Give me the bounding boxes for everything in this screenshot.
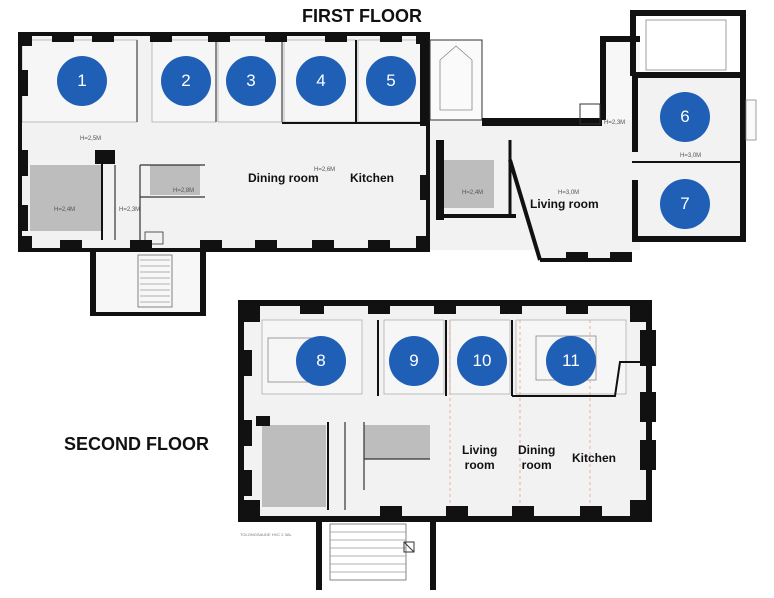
living-line-1: Living bbox=[462, 443, 498, 457]
height-wc-label: H=2,8M bbox=[173, 188, 195, 194]
bedroom-8-badge[interactable]: 8 bbox=[296, 336, 346, 386]
height-stair-label: H=2,3M bbox=[604, 120, 626, 126]
second-floor-living-room-label: Living room bbox=[462, 443, 497, 473]
first-floor-kitchen-label: Kitchen bbox=[350, 171, 395, 185]
bedroom-10-badge[interactable]: 10 bbox=[457, 336, 507, 386]
bedroom-1-badge[interactable]: 1 bbox=[57, 56, 107, 106]
bedroom-3-badge[interactable]: 3 bbox=[226, 56, 276, 106]
first-floor-dining-room-label: Dining room bbox=[248, 171, 319, 185]
height-bath-mid-label: H=2,4M bbox=[462, 190, 484, 196]
bedroom-9-badge[interactable]: 9 bbox=[389, 336, 439, 386]
height-bath-left-label: H=2,4M bbox=[54, 207, 76, 213]
second-floor-title: SECOND FLOOR bbox=[64, 434, 210, 454]
height-corridor-label: H=2,5M bbox=[80, 136, 102, 142]
second-floor-dining-room-label: Dining room bbox=[518, 443, 555, 473]
second-floor-kitchen-label: Kitchen bbox=[572, 451, 617, 465]
bedroom-7-badge[interactable]: 7 bbox=[660, 179, 710, 229]
bedroom-4-badge[interactable]: 4 bbox=[296, 56, 346, 106]
dining-line-1: Dining bbox=[518, 443, 556, 457]
height-living-label: H=3,0M bbox=[558, 190, 580, 196]
dining-line-2: room bbox=[521, 458, 552, 472]
height-hall-label: H=2,3M bbox=[119, 207, 141, 213]
height-room6-label: H=3,0M bbox=[680, 153, 702, 159]
first-floor-living-room-label: Living room bbox=[530, 197, 599, 211]
height-dining-label: H=2,6M bbox=[314, 167, 336, 173]
living-line-2: room bbox=[464, 458, 495, 472]
first-floor-title: FIRST FLOOR bbox=[302, 6, 422, 26]
bedroom-11-badge[interactable]: 11 bbox=[546, 336, 596, 386]
bedroom-5-badge[interactable]: 5 bbox=[366, 56, 416, 106]
bedroom-6-badge[interactable]: 6 bbox=[660, 92, 710, 142]
drawing-credit: TOLONGSAUDE HVC 2 3AL bbox=[240, 532, 292, 537]
bedroom-2-badge[interactable]: 2 bbox=[161, 56, 211, 106]
